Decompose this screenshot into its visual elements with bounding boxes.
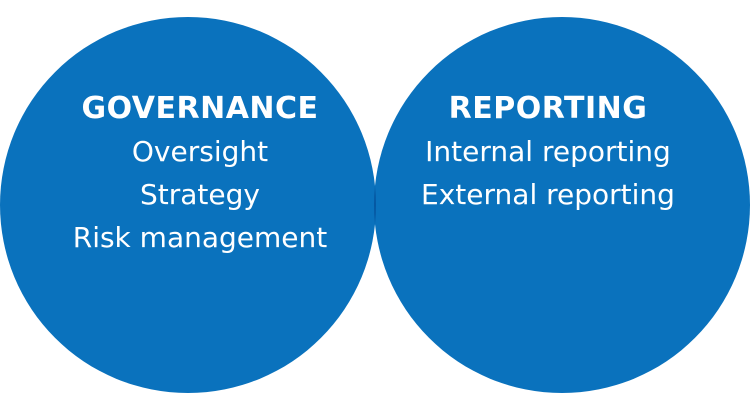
reporting-circle xyxy=(374,17,750,393)
reporting-item-internal: Internal reporting xyxy=(425,135,671,168)
governance-item-risk-management: Risk management xyxy=(72,221,328,254)
governance-item-strategy: Strategy xyxy=(140,178,260,211)
governance-block: GOVERNANCE Oversight Strategy Risk manag… xyxy=(28,88,372,259)
reporting-block: REPORTING Internal reporting External re… xyxy=(393,88,703,216)
reporting-item-external: External reporting xyxy=(421,178,675,211)
governance-circle xyxy=(0,17,376,393)
governance-item-oversight: Oversight xyxy=(131,135,269,168)
governance-heading: GOVERNANCE xyxy=(81,91,319,126)
reporting-heading: REPORTING xyxy=(448,91,648,126)
